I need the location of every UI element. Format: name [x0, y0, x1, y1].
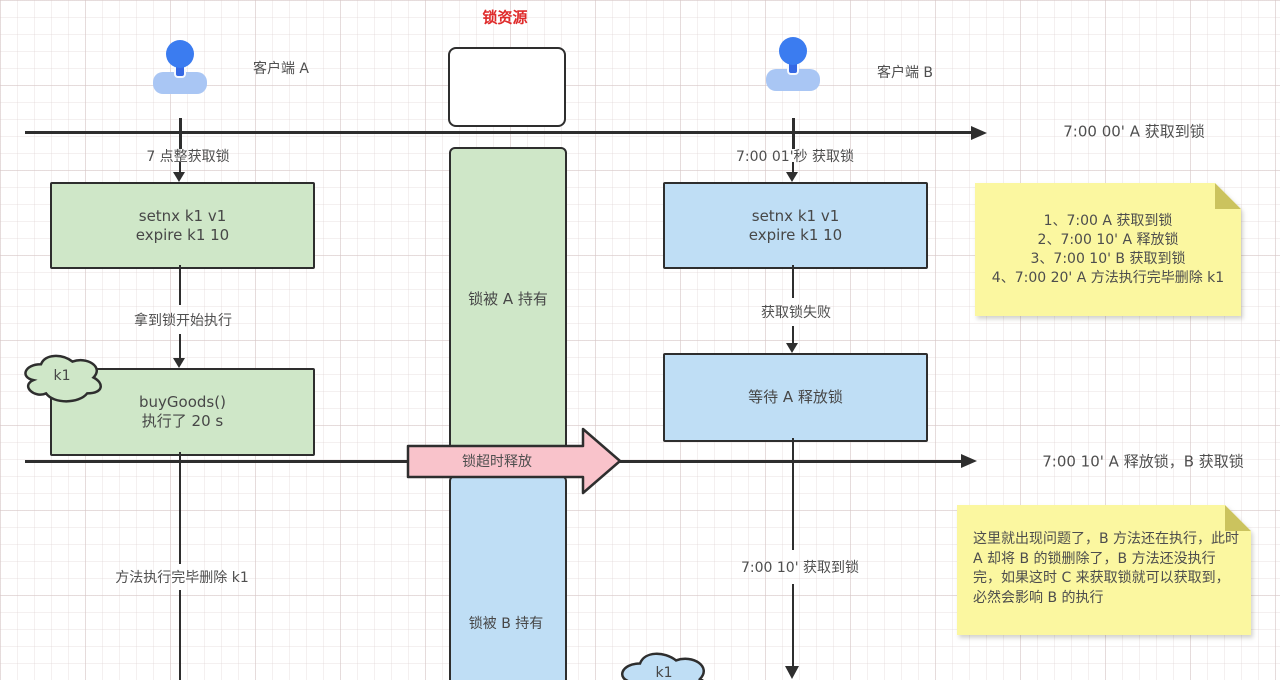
actor-b-label: 客户端 B [876, 65, 934, 81]
note-fold-corner-icon [1225, 505, 1251, 531]
lane-b-connector-3 [791, 326, 795, 344]
sticky-note-timeline: 1、7:00 A 获取到锁 2、7:00 10' A 释放锁 3、7:00 10… [975, 183, 1241, 316]
user-a-icon [153, 40, 207, 94]
lane-a-connector-5 [178, 590, 182, 680]
timeline-2-arrowhead-icon [961, 454, 977, 468]
lane-a-step-label: 拿到锁开始执行 [134, 313, 232, 329]
note-fold-corner-icon [1215, 183, 1241, 209]
client-a-setnx-box: setnx k1 v1 expire k1 10 [50, 182, 315, 269]
lock-resource-box [448, 47, 566, 127]
lane-a-connector-4 [178, 452, 182, 564]
key-cloud-a-icon [20, 351, 104, 404]
lane-a-connector-1 [178, 162, 182, 174]
note1-line-3: 3、7:00 10' B 获取到锁 [1030, 250, 1186, 267]
lock-held-by-b-label: 锁被 B 持有 [468, 616, 544, 632]
timeline-1 [25, 131, 973, 134]
timeline-1-tick-a [178, 118, 182, 149]
lane-a-tick-label: 7 点整获取锁 [146, 149, 230, 165]
timeline-1-tick-b [791, 118, 795, 149]
lane-b-bottom-label: 7:00 10' 获取到锁 [740, 560, 860, 576]
key-cloud-b-icon [616, 648, 712, 680]
lane-b-connector-5 [791, 584, 795, 668]
timeline-1-arrowhead-icon [971, 125, 987, 140]
note1-line-2: 2、7:00 10' A 释放锁 [1037, 231, 1179, 248]
lane-b-connector-1 [791, 162, 795, 174]
client-b-setnx-box: setnx k1 v1 expire k1 10 [663, 182, 928, 269]
buygoods-line2: 执行了 20 s [141, 412, 224, 430]
key-cloud-a-label: k1 [53, 368, 71, 384]
diagram-title: 锁资源 [482, 8, 528, 27]
lock-timeout-release-label: 锁超时释放 [462, 454, 532, 470]
lock-held-by-a-box: 锁被 A 持有 [449, 147, 567, 452]
key-cloud-b-label: k1 [655, 665, 673, 680]
note2-line-3: 完，如果这时 C 来获取锁就可以获取到， [973, 570, 1230, 586]
lane-a-connector-3 [178, 334, 182, 359]
timeline-1-label: 7:00 00' A 获取到锁 [1063, 122, 1205, 141]
client-b-setnx-line2: expire k1 10 [748, 225, 843, 244]
lock-held-by-a-label: 锁被 A 持有 [468, 290, 548, 308]
note1-line-1: 1、7:00 A 获取到锁 [1043, 212, 1173, 229]
lock-held-by-b-box [449, 475, 567, 680]
lane-b-fail-label: 获取锁失败 [761, 305, 831, 321]
lane-b-arrowhead-3-icon [785, 666, 799, 679]
user-b-icon [766, 37, 820, 91]
client-a-setnx-line2: expire k1 10 [135, 225, 230, 244]
lane-b-connector-4 [791, 438, 795, 550]
lane-a-connector-2 [178, 265, 182, 305]
client-b-setnx-line1: setnx k1 v1 [751, 206, 840, 225]
buygoods-line1: buyGoods() [139, 393, 226, 411]
lane-a-arrowhead-2-icon [173, 358, 185, 368]
sticky-note-problem: 这里就出现问题了，B 方法还在执行，此时 A 却将 B 的锁删除了，B 方法还没… [957, 505, 1251, 635]
lane-b-arrowhead-1-icon [786, 172, 798, 182]
lane-a-bottom-label: 方法执行完毕删除 k1 [115, 570, 249, 586]
actor-a-label: 客户端 A [252, 61, 310, 77]
timeline-2-label: 7:00 10' A 释放锁，B 获取锁 [1042, 452, 1244, 471]
lane-a-arrowhead-1-icon [173, 172, 185, 182]
wait-for-a-release-box: 等待 A 释放锁 [663, 353, 928, 442]
sticky-note-problem-body: 这里就出现问题了，B 方法还在执行，此时 A 却将 B 的锁删除了，B 方法还没… [957, 505, 1251, 635]
note1-line-4: 4、7:00 20' A 方法执行完毕删除 k1 [991, 269, 1225, 286]
sticky-note-timeline-body: 1、7:00 A 获取到锁 2、7:00 10' A 释放锁 3、7:00 10… [975, 183, 1241, 316]
lane-b-arrowhead-2-icon [786, 343, 798, 353]
note2-line-2: A 却将 B 的锁删除了，B 方法还没执行 [973, 550, 1216, 567]
note2-line-4: 必然会影响 B 的执行 [973, 589, 1104, 606]
lock-timeout-release-arrow [406, 427, 622, 495]
client-a-setnx-line1: setnx k1 v1 [138, 206, 227, 225]
wait-for-a-release-label: 等待 A 释放锁 [748, 388, 843, 406]
note2-line-1: 这里就出现问题了，B 方法还在执行，此时 [973, 531, 1240, 547]
lane-b-connector-2 [791, 265, 795, 298]
lane-b-tick-label: 7:00 01'秒 获取锁 [735, 149, 855, 165]
